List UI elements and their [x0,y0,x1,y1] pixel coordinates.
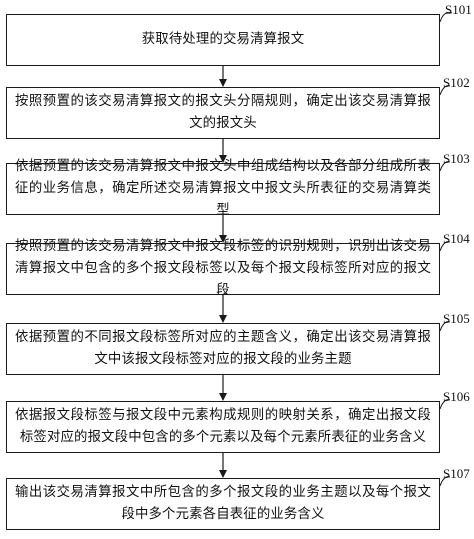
step-text-s101: 获取待处理的交易清算报文 [141,32,305,47]
step-label-s107: S107 [443,466,470,481]
step-label-s103: S103 [443,151,470,166]
step-label-s106: S106 [443,389,470,404]
step-box-s104: 按照预置的该交易清算报文中报文段标签的识别规则，识别出该交易清算报文中包含的多个… [6,239,440,298]
step-box-s103: 依据预置的该交易清算报文中报文头中组成结构以及各部分组成所表征的业务信息，确定所… [6,159,440,218]
step-box-s106: 依据报文段标签与报文段中元素构成规则的映射关系，确定出报文段标签对应的报文段中包… [6,401,440,453]
step-label-s104: S104 [443,231,470,246]
step-label-s101: S101 [445,2,472,17]
step-label-s102: S102 [443,75,470,90]
step-label-s105: S105 [443,311,470,326]
step-box-s107: 输出该交易清算报文中所包含的多个报文段的业务主题以及每个报文段中多个元素各自表征… [6,478,440,530]
step-text-s107: 输出该交易清算报文中所包含的多个报文段的业务主题以及每个报文段中多个元素各自表征… [15,485,431,522]
step-text-s102: 按照预置的该交易清算报文的报文头分隔规则，确定出该交易清算报文的报文头 [15,94,431,131]
step-text-s106: 依据报文段标签与报文段中元素构成规则的映射关系，确定出报文段标签对应的报文段中包… [15,408,431,445]
step-text-s104: 按照预置的该交易清算报文中报文段标签的识别规则，识别出该交易清算报文中包含的多个… [15,239,431,298]
step-text-s103: 依据预置的该交易清算报文中报文头中组成结构以及各部分组成所表征的业务信息，确定所… [15,159,431,218]
step-box-s102: 按照预置的该交易清算报文的报文头分隔规则，确定出该交易清算报文的报文头 [6,87,440,139]
step-box-s101: 获取待处理的交易清算报文 [6,14,440,66]
step-box-s105: 依据预置的不同报文段标签所对应的主题含义，确定出该交易清算报文中该报文段标签对应… [6,323,440,375]
step-text-s105: 依据预置的不同报文段标签所对应的主题含义，确定出该交易清算报文中该报文段标签对应… [15,330,431,367]
